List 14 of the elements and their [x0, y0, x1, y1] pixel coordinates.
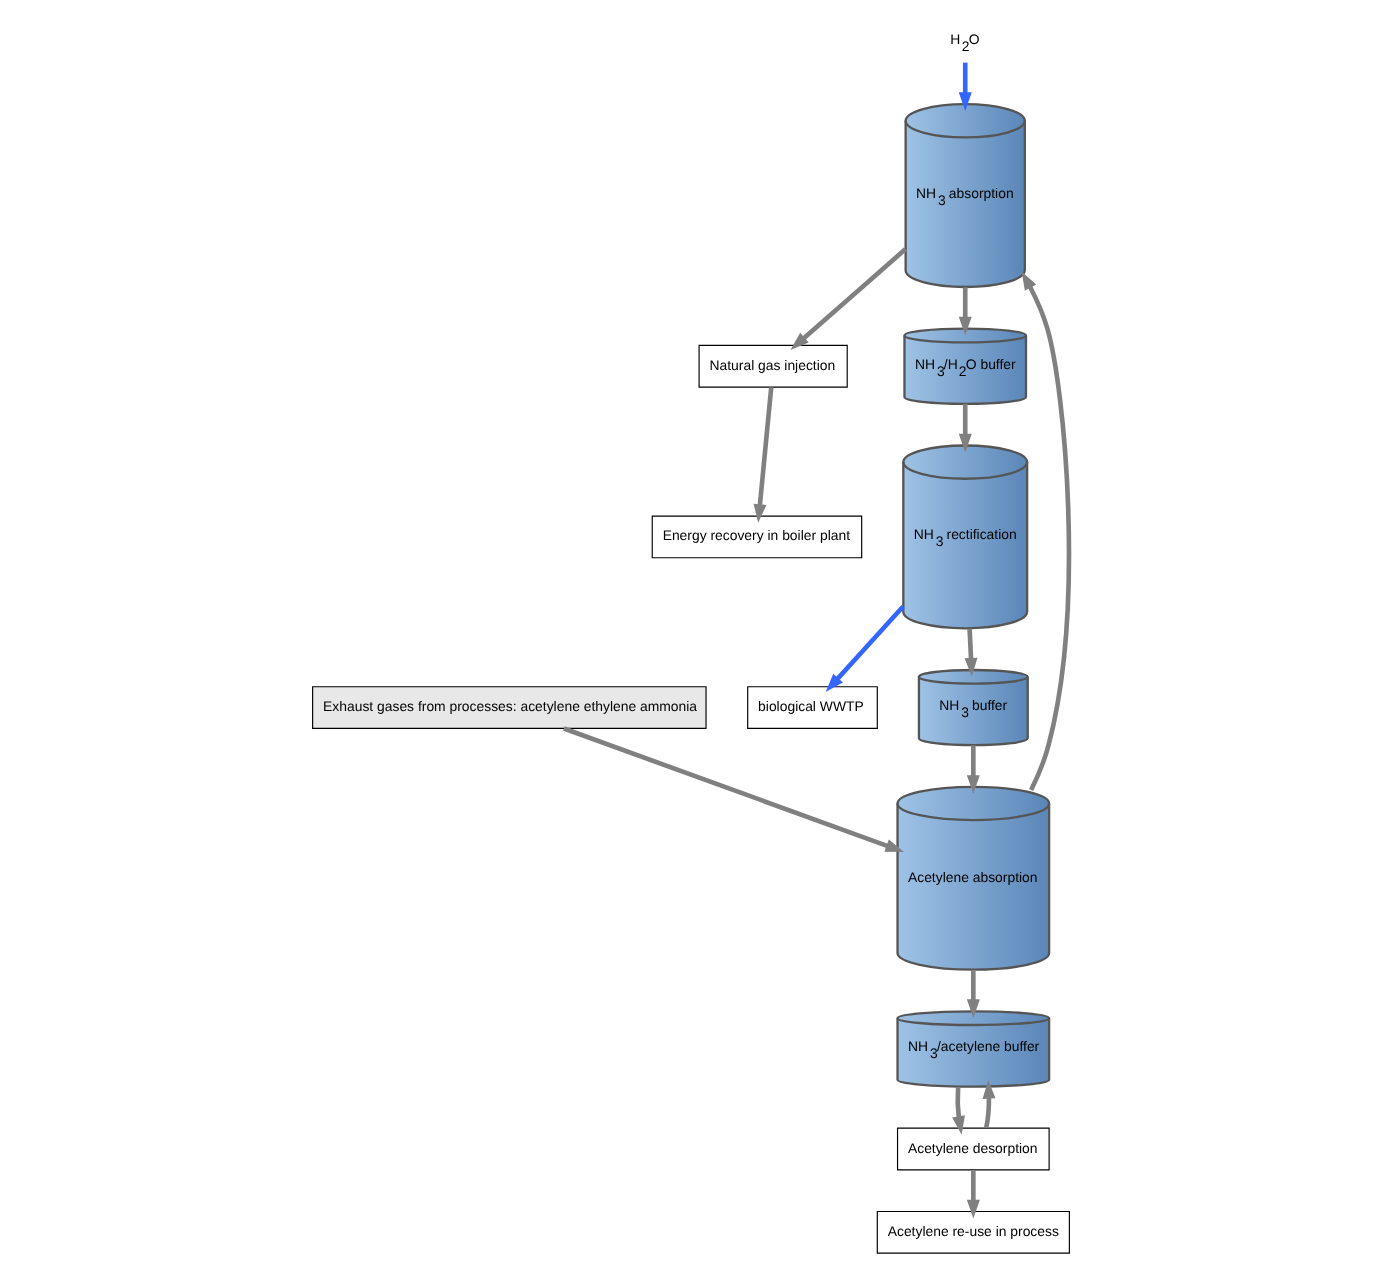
- arrow: [958, 62, 972, 111]
- arrow: [1021, 271, 1072, 792]
- arrow: [825, 605, 905, 692]
- arrow: [790, 247, 908, 350]
- arrow: [958, 287, 972, 336]
- arrow: [982, 1080, 996, 1129]
- arrow: [964, 628, 978, 677]
- arrow: [563, 726, 905, 852]
- arrow: [966, 970, 980, 1018]
- arrow: [966, 745, 980, 794]
- arrow: [958, 403, 972, 453]
- arrow: [952, 1086, 965, 1135]
- arrow: [966, 1170, 980, 1219]
- arrow: [753, 387, 774, 523]
